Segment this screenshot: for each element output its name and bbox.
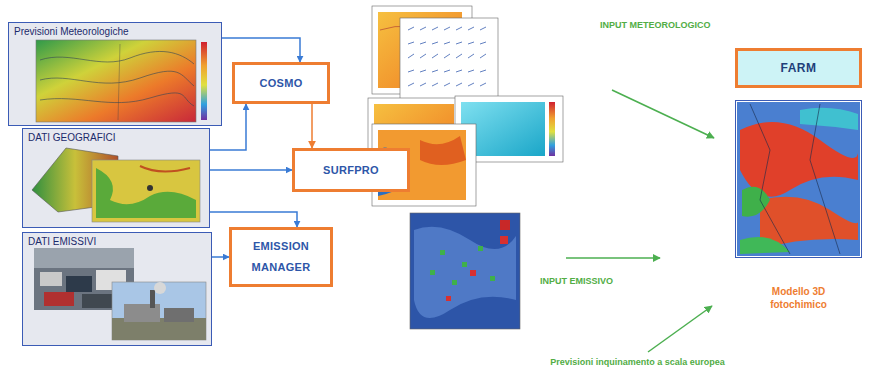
factory-photo-shape bbox=[154, 282, 166, 294]
panel-ground-shape bbox=[22, 128, 210, 228]
meteo-input-map-shape bbox=[408, 27, 486, 86]
weather-map-shape bbox=[201, 42, 207, 120]
section-label: Previsioni inquinamento a scala europea bbox=[545, 357, 730, 368]
emission-map-shape bbox=[470, 270, 476, 276]
input-arrow-shape bbox=[648, 306, 712, 352]
weather-map-shape bbox=[40, 51, 194, 64]
panel-ground-shape bbox=[22, 232, 212, 346]
box-label: COSMO bbox=[259, 73, 302, 94]
meteo-input-map-shape bbox=[408, 83, 486, 86]
connector bbox=[210, 169, 292, 171]
farm-output-map-shape bbox=[740, 237, 790, 254]
panel-heading: DATI EMISSIVI bbox=[23, 233, 211, 250]
meteo-input-map-shape bbox=[420, 136, 466, 165]
meteo-input-map-shape bbox=[408, 54, 486, 58]
meteo-input-map-shape bbox=[408, 42, 486, 44]
emission-map-shape bbox=[446, 236, 508, 301]
traffic-photo-shape bbox=[34, 248, 134, 268]
farm-output-map bbox=[737, 102, 860, 256]
input-arrow-shape bbox=[566, 257, 660, 259]
section-label: INPUT METEOROLOGICO bbox=[600, 20, 740, 31]
weather-map bbox=[36, 40, 207, 122]
model-caption: Modello 3D fotochimico bbox=[736, 285, 861, 311]
terrain-map-shape bbox=[147, 185, 153, 191]
factory-photo-shape bbox=[150, 290, 155, 308]
emission-map-shape bbox=[500, 220, 510, 230]
input-arrow bbox=[566, 90, 714, 352]
process-box: SURFPRO bbox=[292, 148, 410, 192]
traffic-photo-shape bbox=[66, 276, 92, 292]
farm-output-map-shape bbox=[750, 104, 840, 254]
terrain-map-shape bbox=[92, 160, 200, 222]
weather-map-shape bbox=[118, 44, 120, 120]
farm-output-map-shape bbox=[740, 122, 858, 197]
meteo-input-map-shape bbox=[400, 18, 498, 106]
emission-map-shape bbox=[440, 250, 445, 255]
meteo-input-map-shape bbox=[408, 70, 486, 72]
connector bbox=[210, 212, 297, 227]
connector bbox=[212, 256, 229, 258]
emission-map bbox=[410, 213, 520, 329]
connector bbox=[210, 104, 246, 150]
farm-output-map-shape bbox=[737, 102, 860, 256]
weather-map-shape bbox=[40, 71, 194, 86]
box-label: SURFPRO bbox=[323, 160, 379, 181]
data-panel: Previsioni Meteorologiche bbox=[8, 22, 222, 126]
farm-output-map-shape bbox=[800, 108, 858, 130]
emission-map-shape bbox=[430, 246, 495, 285]
emission-map-shape bbox=[462, 262, 467, 267]
terrain-map bbox=[32, 148, 200, 222]
section-label: INPUT EMISSIVO bbox=[540, 276, 640, 287]
emission-map-shape bbox=[478, 246, 483, 251]
panel-heading: DATI GEOGRAFICI bbox=[23, 129, 209, 146]
input-arrow-shape bbox=[612, 90, 714, 138]
emission-map-shape bbox=[430, 270, 435, 275]
connector bbox=[222, 38, 300, 62]
panel-ground bbox=[8, 22, 222, 346]
data-panel: DATI GEOGRAFICI bbox=[22, 128, 210, 228]
meteo-input-map-shape bbox=[549, 102, 555, 156]
connector bbox=[311, 104, 313, 148]
box-label: FARM bbox=[781, 61, 817, 75]
process-box: COSMO bbox=[232, 62, 330, 104]
emission-map-shape bbox=[446, 296, 451, 301]
emission-map-shape bbox=[414, 227, 516, 318]
panel-ground-shape bbox=[8, 22, 222, 126]
box-label: EMISSION MANAGER bbox=[238, 236, 324, 278]
weather-map-shape bbox=[36, 40, 196, 122]
data-panel: DATI EMISSIVI bbox=[22, 232, 212, 346]
traffic-photo-shape bbox=[40, 272, 62, 286]
emission-map-shape bbox=[410, 213, 520, 329]
emission-map-shape bbox=[490, 276, 495, 281]
panel-heading: Previsioni Meteorologiche bbox=[9, 23, 221, 40]
traffic-photo-shape bbox=[44, 292, 74, 306]
factory-photo-shape bbox=[112, 282, 206, 340]
model-box: FARM bbox=[735, 48, 862, 88]
meteo-input-map-shape bbox=[408, 27, 486, 30]
emission-map-shape bbox=[500, 236, 508, 244]
factory-photo-shape bbox=[164, 308, 194, 322]
terrain-map-shape bbox=[96, 168, 196, 218]
factory-photo bbox=[112, 282, 206, 340]
output-map-frame: Modello 3D fotochimico bbox=[735, 100, 862, 258]
emission-map-shape bbox=[452, 280, 457, 285]
process-box: EMISSION MANAGER bbox=[229, 227, 333, 287]
terrain-map-shape bbox=[140, 166, 190, 172]
weather-map-shape bbox=[40, 93, 194, 106]
farm-output-map-shape bbox=[742, 187, 770, 217]
